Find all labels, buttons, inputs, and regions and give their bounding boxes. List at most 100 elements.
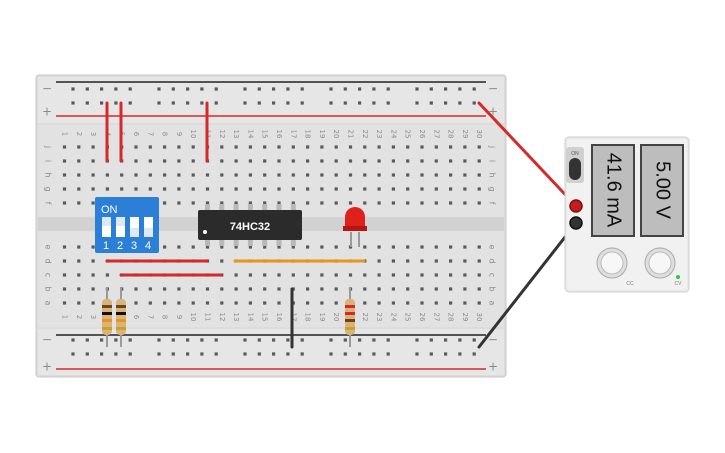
negative-terminal[interactable] (569, 216, 583, 230)
terminal-hole[interactable] (449, 145, 453, 149)
terminal-hole[interactable] (277, 173, 281, 177)
terminal-hole[interactable] (434, 187, 438, 191)
terminal-hole[interactable] (377, 245, 381, 249)
terminal-hole[interactable] (463, 173, 467, 177)
rail-hole[interactable] (472, 338, 476, 342)
rail-hole[interactable] (415, 352, 419, 356)
rail-hole[interactable] (300, 338, 304, 342)
dip-switch[interactable]: ON 1 2 3 4 (95, 197, 159, 253)
terminal-hole[interactable] (220, 301, 224, 305)
terminal-hole[interactable] (220, 187, 224, 191)
terminal-hole[interactable] (277, 187, 281, 191)
terminal-hole[interactable] (263, 145, 267, 149)
rail-hole[interactable] (85, 101, 89, 105)
terminal-hole[interactable] (177, 187, 181, 191)
terminal-hole[interactable] (148, 145, 152, 149)
rail-hole[interactable] (157, 101, 161, 105)
terminal-hole[interactable] (391, 245, 395, 249)
terminal-hole[interactable] (391, 287, 395, 291)
resistor-1[interactable] (102, 287, 112, 347)
terminal-hole[interactable] (191, 187, 195, 191)
terminal-hole[interactable] (248, 187, 252, 191)
dip-toggle-1[interactable] (102, 217, 111, 237)
rail-hole[interactable] (458, 338, 462, 342)
rail-hole[interactable] (358, 352, 362, 356)
terminal-hole[interactable] (77, 301, 81, 305)
terminal-hole[interactable] (120, 173, 124, 177)
rail-hole[interactable] (128, 101, 132, 105)
led-red[interactable] (343, 207, 367, 247)
terminal-hole[interactable] (377, 187, 381, 191)
terminal-hole[interactable] (406, 159, 410, 163)
terminal-hole[interactable] (477, 159, 481, 163)
terminal-hole[interactable] (334, 301, 338, 305)
terminal-hole[interactable] (91, 145, 95, 149)
terminal-hole[interactable] (291, 245, 295, 249)
terminal-hole[interactable] (148, 159, 152, 163)
terminal-hole[interactable] (234, 187, 238, 191)
rail-hole[interactable] (458, 101, 462, 105)
terminal-hole[interactable] (463, 301, 467, 305)
terminal-hole[interactable] (306, 201, 310, 205)
terminal-hole[interactable] (205, 201, 210, 205)
rail-hole[interactable] (100, 101, 104, 105)
rail-hole[interactable] (444, 338, 448, 342)
terminal-hole[interactable] (263, 159, 267, 163)
rail-hole[interactable] (214, 352, 218, 356)
terminal-hole[interactable] (62, 187, 67, 191)
terminal-hole[interactable] (220, 245, 224, 249)
terminal-hole[interactable] (449, 273, 453, 277)
terminal-hole[interactable] (334, 287, 338, 291)
terminal-hole[interactable] (248, 273, 252, 277)
terminal-hole[interactable] (177, 173, 181, 177)
terminal-hole[interactable] (177, 301, 181, 305)
terminal-hole[interactable] (391, 145, 395, 149)
rail-hole[interactable] (472, 352, 476, 356)
terminal-hole[interactable] (391, 173, 395, 177)
terminal-hole[interactable] (434, 273, 438, 277)
rail-hole[interactable] (386, 101, 390, 105)
rail-hole[interactable] (171, 87, 175, 91)
terminal-hole[interactable] (205, 245, 210, 249)
rail-hole[interactable] (171, 352, 175, 356)
rail-hole[interactable] (85, 352, 89, 356)
rail-hole[interactable] (214, 338, 218, 342)
terminal-hole[interactable] (420, 273, 424, 277)
terminal-hole[interactable] (363, 273, 367, 277)
rail-hole[interactable] (243, 101, 247, 105)
rail-hole[interactable] (100, 338, 104, 342)
rail-hole[interactable] (286, 101, 290, 105)
rail-hole[interactable] (429, 338, 433, 342)
rail-hole[interactable] (358, 101, 362, 105)
terminal-hole[interactable] (449, 187, 453, 191)
terminal-hole[interactable] (406, 259, 410, 263)
rail-hole[interactable] (458, 87, 462, 91)
terminal-hole[interactable] (177, 245, 181, 249)
rail-hole[interactable] (329, 352, 333, 356)
rail-hole[interactable] (429, 101, 433, 105)
terminal-hole[interactable] (248, 145, 252, 149)
rail-hole[interactable] (200, 352, 204, 356)
terminal-hole[interactable] (348, 273, 353, 277)
terminal-hole[interactable] (148, 287, 152, 291)
terminal-hole[interactable] (234, 287, 238, 291)
terminal-hole[interactable] (148, 301, 152, 305)
terminal-hole[interactable] (377, 259, 381, 263)
terminal-hole[interactable] (363, 159, 367, 163)
terminal-hole[interactable] (62, 273, 67, 277)
rail-hole[interactable] (415, 101, 419, 105)
terminal-hole[interactable] (391, 273, 395, 277)
terminal-hole[interactable] (449, 159, 453, 163)
terminal-hole[interactable] (477, 273, 481, 277)
terminal-hole[interactable] (391, 201, 395, 205)
terminal-hole[interactable] (263, 245, 267, 249)
terminal-hole[interactable] (291, 173, 295, 177)
terminal-hole[interactable] (477, 173, 481, 177)
terminal-hole[interactable] (248, 201, 252, 205)
rail-hole[interactable] (429, 352, 433, 356)
terminal-hole[interactable] (377, 145, 381, 149)
rail-hole[interactable] (128, 352, 132, 356)
terminal-hole[interactable] (91, 201, 95, 205)
rail-hole[interactable] (444, 352, 448, 356)
rail-hole[interactable] (444, 101, 448, 105)
